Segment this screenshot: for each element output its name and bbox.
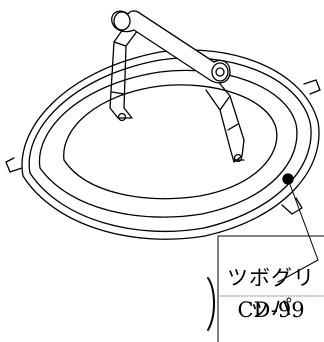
lid-center-ring bbox=[63, 84, 278, 200]
handle-bracket-left bbox=[109, 21, 139, 119]
leader-line bbox=[277, 178, 319, 283]
handle-bracket-right bbox=[205, 73, 245, 163]
rim-tab-right bbox=[303, 79, 321, 95]
knob-partial bbox=[207, 277, 215, 331]
lid-outer-rim bbox=[21, 49, 320, 240]
part-name-label: ツボグリッパ bbox=[227, 266, 315, 320]
part-label-box: ツボグリッパ CD-99 bbox=[218, 236, 324, 342]
lid-rim-inner bbox=[28, 57, 312, 233]
label-box-frame bbox=[217, 235, 324, 342]
part-code-label: CD-99 bbox=[237, 298, 305, 322]
bolt-left bbox=[117, 112, 127, 122]
bolt-right bbox=[233, 153, 243, 163]
rim-tab-bottom bbox=[281, 197, 303, 215]
rim-tab-left bbox=[5, 157, 23, 173]
lid-top-plate bbox=[38, 69, 298, 218]
